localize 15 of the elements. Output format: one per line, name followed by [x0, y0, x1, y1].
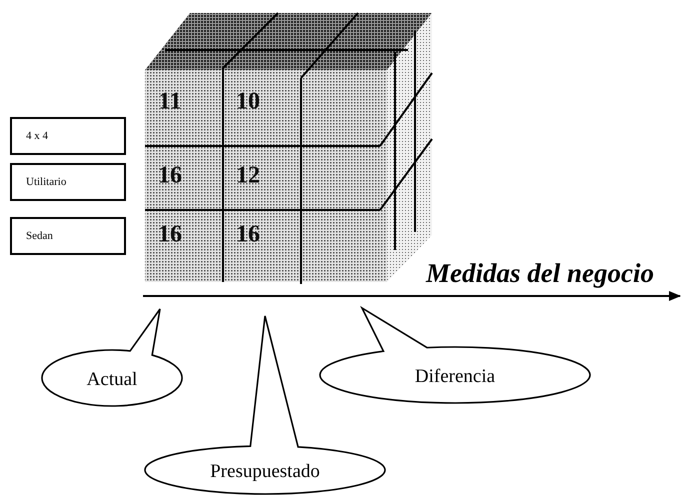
category-box: 4 x 4 — [10, 117, 126, 155]
cell-value: 11 — [158, 88, 182, 116]
cell-value: 10 — [236, 88, 260, 116]
cell-value: 16 — [158, 162, 182, 190]
cell-value: 16 — [236, 222, 260, 248]
category-box: Utilitario — [10, 163, 126, 201]
cell-value: 16 — [158, 222, 182, 248]
cell-value: 12 — [236, 162, 260, 190]
speech-bubble — [40, 307, 184, 408]
speech-bubble — [318, 306, 592, 405]
bubble-label: Actual — [86, 369, 138, 391]
bubble-label: Diferencia — [414, 366, 496, 388]
category-box: Sedan — [10, 217, 126, 255]
axis-label: Medidas del negocio — [426, 258, 654, 289]
bubble-label: Presupuestado — [210, 461, 320, 483]
